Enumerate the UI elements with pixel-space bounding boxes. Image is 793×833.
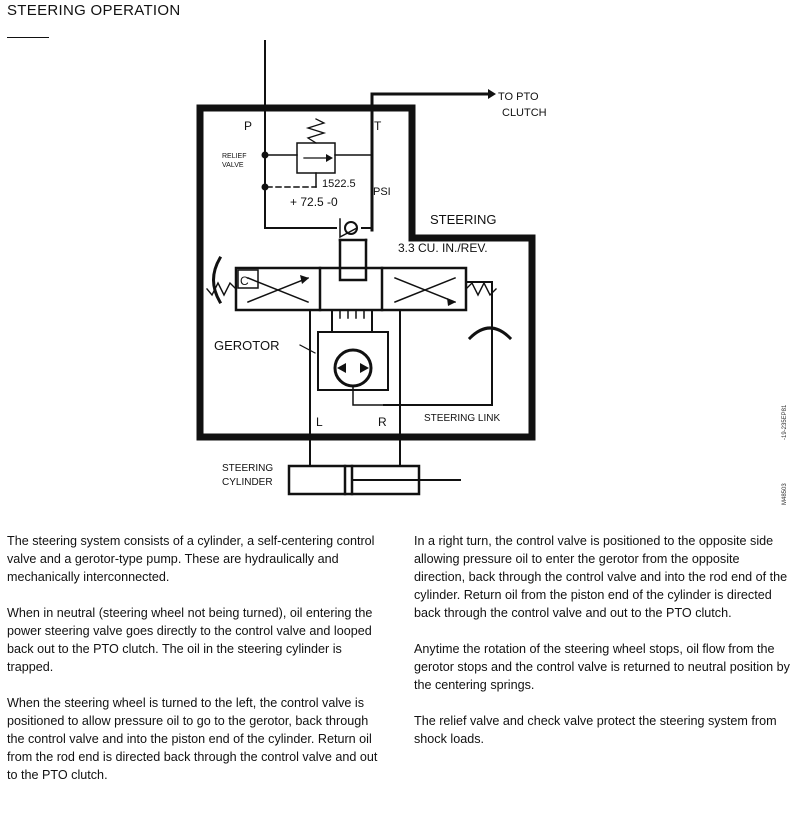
page-title: STEERING OPERATION xyxy=(7,2,181,19)
to-pto-label-1: TO PTO xyxy=(498,91,539,103)
gerotor-label: GEROTOR xyxy=(214,338,280,353)
paragraph: The relief valve and check valve protect… xyxy=(414,714,777,746)
relief-spring-icon xyxy=(305,118,327,144)
steering-link-line xyxy=(383,281,493,406)
text-column-right: In a right turn, the control valve is po… xyxy=(414,532,793,766)
paragraph: The steering system consists of a cylind… xyxy=(7,534,375,584)
pressure-port-label: P xyxy=(244,119,252,133)
check-valve-icon xyxy=(344,221,358,235)
text-column-left: The steering system consists of a cylind… xyxy=(7,532,387,802)
steering-label: STEERING xyxy=(430,212,496,227)
tank-port-label: T xyxy=(374,119,382,133)
displacement-label: 3.3 CU. IN./REV. xyxy=(398,241,488,255)
relief-setting-label: 1522.5 xyxy=(322,178,356,190)
right-port-label: R xyxy=(378,415,387,429)
cylinder-label-1: STEERING xyxy=(222,463,273,474)
rotation-arrow-left-icon xyxy=(212,255,223,305)
paragraph: When in neutral (steering wheel not bein… xyxy=(7,606,373,674)
pto-return-line xyxy=(370,92,490,232)
relief-valve-label-1: RELIEF xyxy=(222,153,247,160)
relief-tolerance-label: + 72.5 -0 xyxy=(290,195,338,209)
to-pto-label-2: CLUTCH xyxy=(502,107,547,119)
steering-unit-housing xyxy=(196,104,536,441)
cylinder-label-2: CYLINDER xyxy=(222,477,273,488)
figure-code-2: M48503 xyxy=(782,483,788,505)
centering-spring-left-icon xyxy=(206,281,237,297)
steering-link-label: STEERING LINK xyxy=(424,413,500,424)
figure-code-1: -19-235EP81 xyxy=(782,404,788,440)
paragraph: Anytime the rotation of the steering whe… xyxy=(414,642,790,692)
left-port-label: L xyxy=(316,415,323,429)
gerotor-housing xyxy=(317,331,389,391)
title-underline xyxy=(7,37,49,38)
paragraph: When the steering wheel is turned to the… xyxy=(7,696,378,782)
rotation-arrow-right-icon xyxy=(467,326,513,341)
steering-hydraulic-schematic: P T RELIEF VALVE 1522.5 PSI + 72.5 -0 TO… xyxy=(196,40,547,496)
centering-position-label: C xyxy=(240,274,249,288)
paragraph: In a right turn, the control valve is po… xyxy=(414,534,788,620)
control-valve-spool xyxy=(234,266,468,312)
relief-unit-label: PSI xyxy=(373,186,391,198)
relief-valve-label-2: VALVE xyxy=(222,162,244,169)
pto-arrow-icon xyxy=(488,89,496,99)
